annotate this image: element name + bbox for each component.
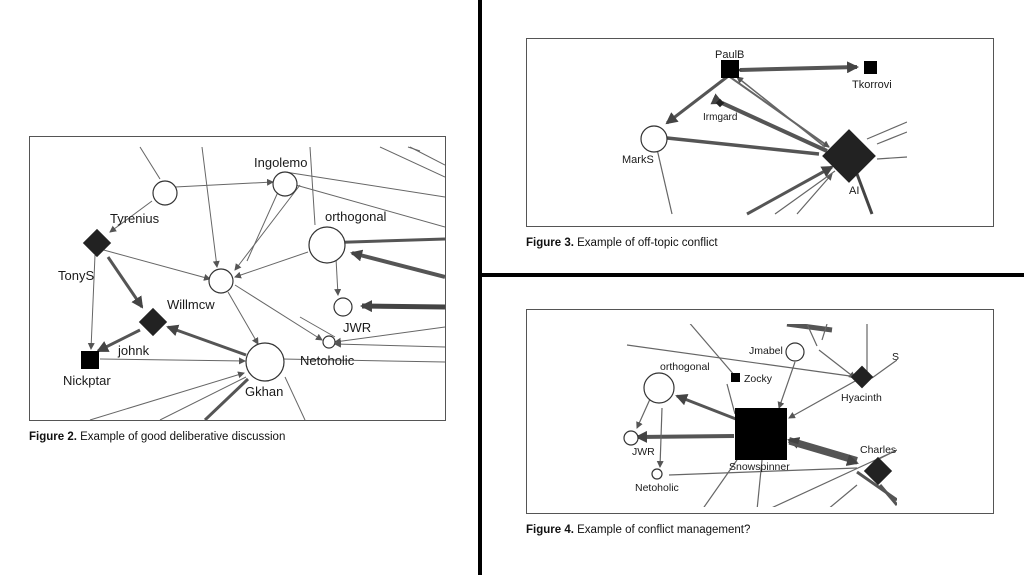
figure-2-caption-prefix: Figure 2. — [29, 431, 77, 443]
figure-4-network: Jmabel S orthogonal Zocky Hyacinth JWR C… — [526, 309, 994, 514]
node-gkhan — [245, 342, 285, 382]
horizontal-divider — [482, 273, 1024, 277]
label-jwr: JWR — [632, 446, 655, 458]
label-willmcw: Willmcw — [167, 297, 215, 312]
node-irmgard — [715, 98, 725, 108]
label-netoholic: Netoholic — [300, 353, 355, 368]
nodes — [527, 310, 993, 513]
label-irmgard: Irmgard — [703, 112, 737, 123]
node-zocky — [731, 373, 740, 382]
node-jwr — [333, 297, 353, 317]
label-ingolemo: Ingolemo — [254, 155, 307, 170]
figure-4-caption-text: Example of conflict management? — [577, 524, 751, 536]
label-jmabel: Jmabel — [749, 345, 783, 357]
node-tyrenius — [152, 180, 178, 206]
label-netoholic: Netoholic — [635, 482, 679, 494]
figure-2-caption-text: Example of good deliberative discussion — [80, 431, 286, 443]
node-labels: Jmabel S orthogonal Zocky Hyacinth JWR C… — [632, 345, 899, 494]
label-marks: MarkS — [622, 154, 654, 166]
label-tkorrovi: Tkorrovi — [852, 79, 892, 91]
node-netoholic — [322, 335, 336, 349]
node-labels: PaulB Tkorrovi Irmgard MarkS AI — [622, 49, 892, 197]
node-tkorrovi — [864, 61, 877, 74]
label-orthogonal: orthogonal — [660, 361, 710, 373]
node-nickptar — [81, 351, 99, 369]
figure-3-caption-text: Example of off-topic conflict — [577, 237, 718, 249]
figure-3-network: PaulB Tkorrovi Irmgard MarkS AI — [526, 38, 994, 227]
node-paulb — [721, 60, 739, 78]
node-charles — [863, 456, 893, 486]
node-hyacinth — [850, 365, 874, 389]
node-jmabel — [785, 342, 805, 362]
figure-2-caption: Figure 2. Example of good deliberative d… — [29, 431, 285, 443]
label-johnk: johnk — [117, 343, 150, 358]
node-ingolemo — [272, 171, 298, 197]
label-orthogonal: orthogonal — [325, 209, 387, 224]
label-gkhan: Gkhan — [245, 384, 283, 399]
node-marks — [640, 125, 668, 153]
label-snowspinner: Snowspinner — [729, 461, 790, 473]
edges — [656, 61, 908, 216]
figure-4-caption: Figure 4. Example of conflict management… — [526, 524, 750, 536]
figure-4-caption-prefix: Figure 4. — [526, 524, 574, 536]
node-tonys — [82, 228, 112, 258]
figure-3-caption: Figure 3. Example of off-topic conflict — [526, 237, 718, 249]
label-tonys: TonyS — [58, 268, 94, 283]
label-charles: Charles — [860, 444, 896, 456]
node-orthogonal — [643, 372, 675, 404]
label-ai: AI — [849, 185, 859, 197]
label-tyrenius: Tyrenius — [110, 211, 160, 226]
label-paulb: PaulB — [715, 49, 744, 61]
label-hyacinth: Hyacinth — [841, 392, 882, 404]
node-labels: Ingolemo Tyrenius orthogonal TonyS Willm… — [58, 155, 387, 399]
figure-2-network: Ingolemo Tyrenius orthogonal TonyS Willm… — [29, 136, 446, 421]
label-jwr: JWR — [343, 320, 371, 335]
node-orthogonal — [308, 226, 346, 264]
node-johnk — [138, 307, 168, 337]
figure-3-caption-prefix: Figure 3. — [526, 237, 574, 249]
label-zocky: Zocky — [744, 373, 773, 385]
node-netoholic — [651, 468, 663, 480]
label-nickptar: Nickptar — [63, 373, 111, 388]
vertical-divider — [478, 0, 482, 575]
node-jwr — [623, 430, 639, 446]
node-snowspinner — [735, 408, 787, 460]
label-s: S — [892, 351, 899, 363]
node-willmcw — [208, 268, 234, 294]
